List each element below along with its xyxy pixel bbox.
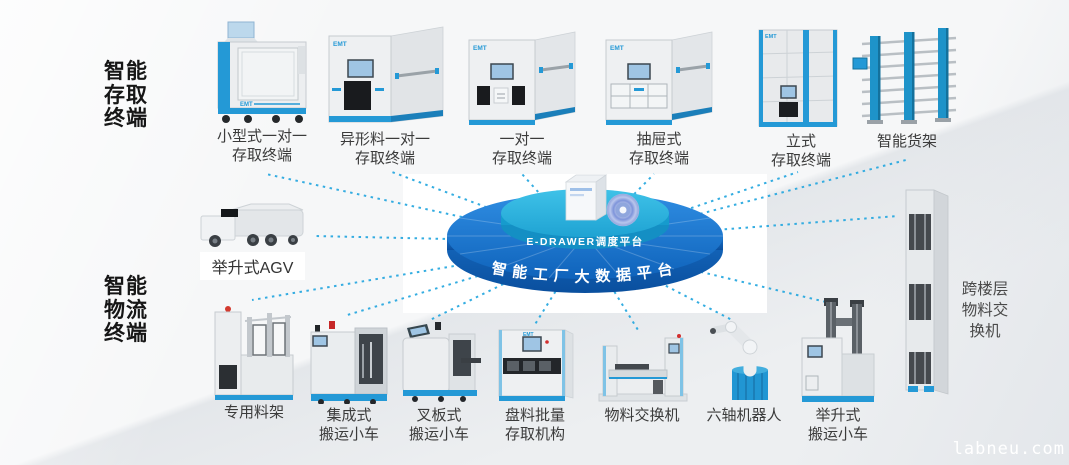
- machine-label: 集成式 搬运小车: [318, 407, 379, 444]
- brand-logo: EMT: [765, 34, 777, 40]
- watermark: labneu.com: [952, 439, 1065, 459]
- one-to-one-terminal-illustration: EMT: [468, 31, 576, 125]
- section-title-logistics: 智能 物流 终端: [104, 275, 148, 346]
- central-platform: E-DRAWER调度平台 智能工厂大数据平台: [447, 174, 723, 293]
- vertical-terminal-illustration: EMT: [758, 29, 838, 127]
- machine-mini-one-to-one-terminal: EMT 小型式一对一 存取终端: [196, 20, 328, 165]
- machine-label: 小型式一对一 存取终端: [216, 128, 307, 165]
- six-axis-robot-illustration: [710, 321, 768, 400]
- cross-floor-exchanger-illustration: [905, 189, 949, 395]
- machine-label: 跨楼层 物料交 换机: [961, 281, 1009, 340]
- machine-integrated-cart: 集成式 搬运小车: [296, 318, 402, 444]
- lift-cart-illustration: [801, 298, 874, 402]
- machine-label: 一对一 存取终端: [491, 131, 552, 168]
- machine-label: 抽屉式 存取终端: [628, 131, 689, 168]
- machine-six-axis-robot: 六轴机器人: [688, 314, 800, 425]
- machine-label: 六轴机器人: [706, 407, 782, 424]
- machine-label: 智能货架: [876, 133, 937, 150]
- machine-irregular-material-terminal: EMT 异形料一对一 存取终端: [320, 24, 450, 168]
- machine-label: 盘料批量 存取机构: [504, 407, 565, 444]
- section-title-storage: 智能 存取 终端: [104, 60, 148, 131]
- machine-drawer-terminal: EMT 抽屉式 存取终端: [595, 24, 723, 168]
- machine-one-to-one-terminal: EMT 一对一 存取终端: [458, 24, 586, 168]
- brand-logo: EMT: [333, 41, 347, 48]
- material-exchanger-illustration: [598, 334, 687, 402]
- machine-label: 物料交换机: [604, 407, 680, 424]
- software-box-icon: [564, 174, 608, 221]
- machine-label: 异形料一对一 存取终端: [339, 131, 430, 168]
- dedicated-rack-illustration: [214, 306, 294, 400]
- machine-label: 专用料架: [223, 404, 284, 421]
- machine-label: 举升式 搬运小车: [807, 407, 868, 444]
- machine-cross-floor-exchanger: [900, 186, 955, 405]
- platform-scheduler-label: E-DRAWER调度平台: [526, 235, 643, 248]
- integrated-cart-illustration: [310, 321, 388, 404]
- lift-agv-illustration: [200, 203, 303, 247]
- brand-logo: EMT: [523, 332, 534, 338]
- cd-disc-icon: [606, 193, 640, 227]
- machine-dedicated-rack: 专用料架: [200, 303, 308, 422]
- brand-logo: EMT: [473, 45, 487, 52]
- machine-tray-batch-access: EMT 盘料批量 存取机构: [478, 324, 592, 444]
- machine-fork-plate-cart: 叉板式 搬运小车: [386, 320, 492, 444]
- drawer-terminal-illustration: EMT: [605, 31, 713, 125]
- fork-plate-cart-illustration: [402, 322, 481, 402]
- machine-label: 叉板式 搬运小车: [408, 407, 469, 444]
- mini-terminal-illustration: EMT: [217, 21, 306, 123]
- irregular-terminal-illustration: EMT: [328, 26, 444, 123]
- machine-lift-agv: 举升式AGV: [190, 198, 315, 280]
- tray-batch-access-illustration: EMT: [498, 329, 573, 401]
- smart-shelf-illustration: [852, 28, 956, 124]
- machine-label: 举升式AGV: [199, 252, 306, 280]
- machine-material-exchanger: 物料交换机: [582, 332, 702, 425]
- machine-vertical-terminal: EMT 立式 存取终端: [745, 24, 857, 170]
- machine-smart-shelf: 智能货架: [848, 26, 966, 151]
- brand-logo: EMT: [610, 45, 624, 52]
- machine-label: 立式 存取终端: [770, 133, 831, 170]
- machine-lift-cart: 举升式 搬运小车: [786, 298, 890, 444]
- brand-logo: EMT: [240, 102, 253, 108]
